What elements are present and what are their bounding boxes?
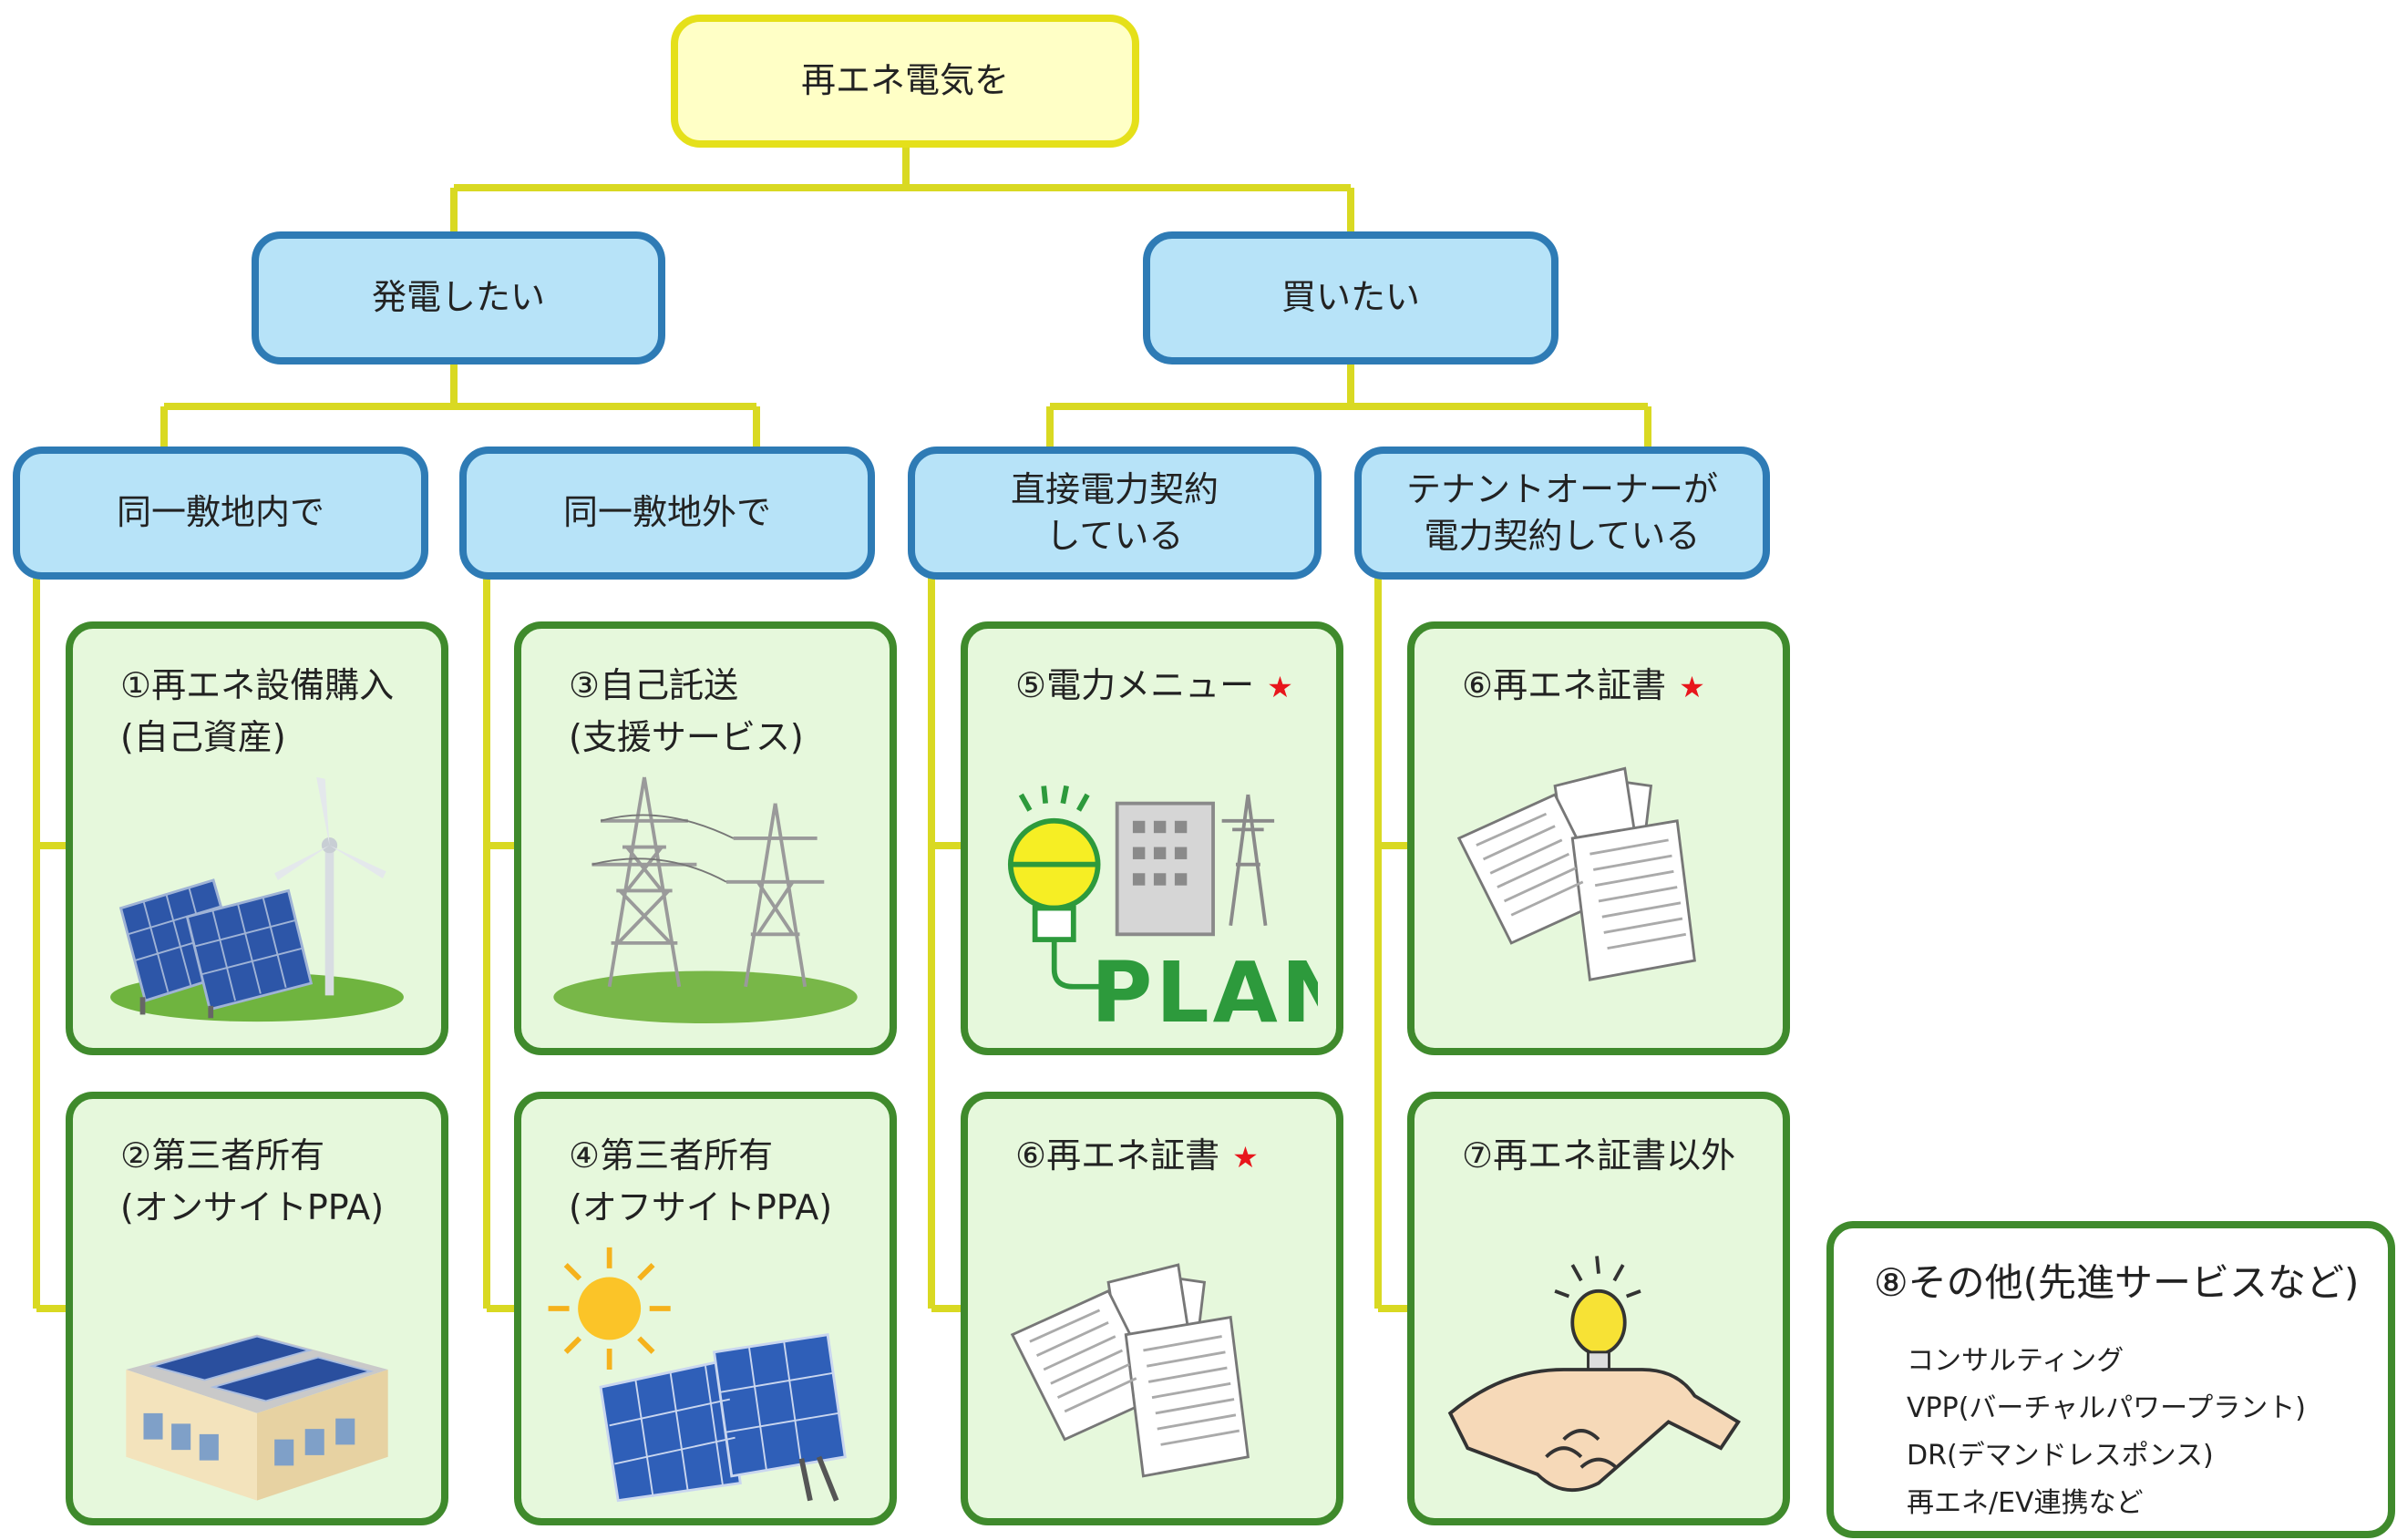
option-subtitle: (オンサイトPPA) [120, 1187, 385, 1227]
option-card-1: ①再エネ設備購入 (自己資産) [66, 621, 448, 1055]
option-card-6: ⑥再エネ証書 ★ [961, 1092, 1343, 1525]
option-card-2: ②第三者所有 (オンサイトPPA) [66, 1092, 448, 1525]
option-title: ⑥再エネ証書 [1462, 665, 1667, 705]
recommended-star-icon: ★ [1232, 1140, 1259, 1175]
list-item: VPP(バーチャルパワープラント) [1907, 1392, 2307, 1424]
documents-icon [986, 1236, 1318, 1504]
list-item: 再エネ/EV連携など [1907, 1487, 2144, 1519]
option-subtitle: (自己資産) [120, 717, 286, 757]
handshake-idea-icon [1433, 1236, 1764, 1504]
other-services-box: ⑧その他(先進サービスなど) コンサルティング VPP(バーチャルパワープラント… [1826, 1221, 2395, 1538]
option-title: ①再エネ設備購入 [120, 665, 395, 705]
svg-text:PLAN: PLAN [1091, 944, 1318, 1033]
subcategory-label: 同一敷地外で [562, 492, 771, 533]
subcategory-label-line2: 電力契約している [1424, 516, 1701, 556]
option-title: ⑥再エネ証書 [1015, 1135, 1220, 1176]
transmission-tower-icon [540, 765, 871, 1033]
recommended-star-icon: ★ [1267, 670, 1293, 704]
lightbulb-plan-icon: PLAN [986, 765, 1318, 1033]
subcategory-label-line1: テナントオーナーが [1405, 468, 1718, 509]
list-item: DR(デマンドレスポンス) [1907, 1440, 2214, 1472]
subcategory-direct-contract: 直接電力契約 している [908, 447, 1322, 580]
option-title: ②第三者所有 [120, 1135, 325, 1176]
option-card-5: ⑤電力メニュー ★ PLAN [961, 621, 1343, 1055]
option-title: ④第三者所有 [569, 1135, 774, 1176]
category-label: 発電したい [371, 277, 545, 318]
subcategory-label: 同一敷地内で [116, 492, 324, 533]
list-item: コンサルティング [1907, 1345, 2124, 1377]
root-label: 再エネ電気を [800, 60, 1009, 101]
option-card-8: ⑦再エネ証書以外 [1407, 1092, 1790, 1525]
option-subtitle: (支援サービス) [569, 717, 804, 757]
option-subtitle: (オフサイトPPA) [569, 1187, 833, 1227]
solar-wind-icon [91, 765, 423, 1033]
solar-roof-building-icon [91, 1236, 423, 1504]
other-services-list: コンサルティング VPP(バーチャルパワープラント) DR(デマンドレスポンス)… [1907, 1338, 2306, 1527]
subcategory-offsite: 同一敷地外で [459, 447, 875, 580]
category-generate: 発電したい [252, 231, 665, 364]
option-title: ⑦再エネ証書以外 [1462, 1135, 1736, 1176]
subcategory-label-line1: 直接電力契約 [1010, 468, 1219, 509]
option-card-7: ⑥再エネ証書 ★ [1407, 621, 1790, 1055]
other-services-title: ⑧その他(先進サービスなど) [1874, 1260, 2360, 1305]
recommended-star-icon: ★ [1679, 670, 1705, 704]
subcategory-label-line2: している [1045, 516, 1184, 556]
option-card-3: ③自己託送 (支援サービス) [514, 621, 897, 1055]
sun-solar-panel-icon [540, 1236, 871, 1504]
subcategory-tenant-owner: テナントオーナーが 電力契約している [1354, 447, 1770, 580]
category-label: 買いたい [1281, 277, 1420, 318]
option-title: ⑤電力メニュー [1015, 665, 1255, 705]
root-node: 再エネ電気を [671, 15, 1139, 148]
option-card-4: ④第三者所有 (オフサイトPPA) [514, 1092, 897, 1525]
subcategory-onsite: 同一敷地内で [13, 447, 428, 580]
category-buy: 買いたい [1143, 231, 1559, 364]
documents-icon [1433, 765, 1764, 1033]
option-title: ③自己託送 [569, 665, 739, 705]
